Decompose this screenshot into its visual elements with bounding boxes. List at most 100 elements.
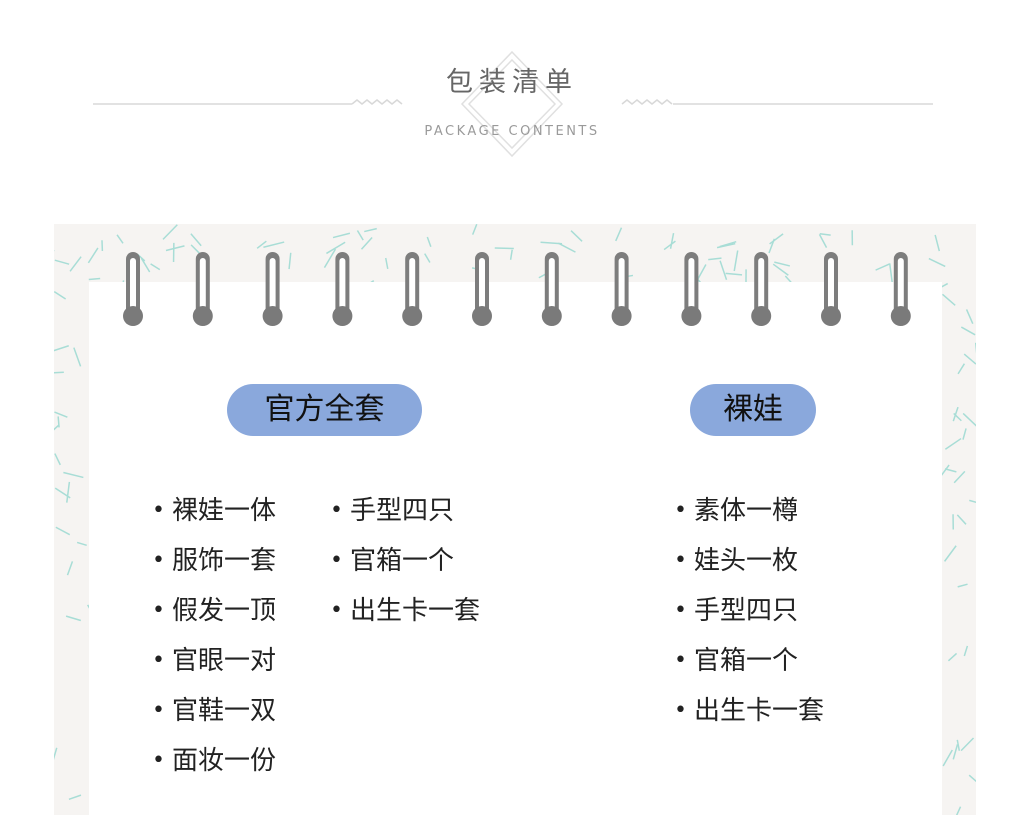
bullet-icon: • <box>152 598 165 623</box>
binding-ring-icon <box>541 252 562 326</box>
confetti-mark <box>769 233 784 245</box>
package-header: 包装清单 PACKAGE CONTENTS <box>0 0 1024 180</box>
confetti-mark <box>424 253 431 263</box>
bullet-icon: • <box>152 548 165 573</box>
bullet-icon: • <box>330 598 343 623</box>
bullet-icon: • <box>674 548 687 573</box>
confetti-mark <box>969 499 976 504</box>
confetti-mark <box>962 428 967 440</box>
confetti-mark <box>426 236 432 247</box>
confetti-mark <box>963 353 976 365</box>
confetti-mark <box>360 236 373 250</box>
confetti-mark <box>116 234 124 244</box>
confetti-mark <box>725 272 743 276</box>
list-item: •官眼一对 <box>152 646 277 676</box>
confetti-mark <box>957 583 968 588</box>
confetti-mark <box>818 233 828 248</box>
confetti-mark <box>774 261 791 267</box>
confetti-mark <box>669 233 675 249</box>
list-item: •面妆一份 <box>152 746 277 776</box>
confetti-mark <box>66 561 74 576</box>
confetti-mark <box>73 347 82 367</box>
confetti-mark <box>956 514 967 525</box>
binding-ring-icon <box>821 252 841 326</box>
list-item: •出生卡一套 <box>330 596 481 626</box>
binding-ring-icon <box>402 252 423 326</box>
header-ornament <box>93 50 933 158</box>
confetti-mark <box>875 263 890 271</box>
list-item: •官箱一个 <box>674 646 799 676</box>
confetti-mark <box>76 541 87 547</box>
confetti-mark <box>364 227 377 233</box>
section-pill-nude-doll: 裸娃 <box>690 384 816 436</box>
list-item: •出生卡一套 <box>674 696 825 726</box>
confetti-mark <box>162 224 178 240</box>
confetti-mark <box>54 371 64 374</box>
confetti-mark <box>509 249 513 260</box>
official-set-list-col-1: •裸娃一体 •服饰一套 •假发一顶 •官眼一对 •官鞋一双 •面妆一份 <box>152 496 276 796</box>
confetti-mark <box>332 232 351 239</box>
confetti-mark <box>140 257 151 273</box>
list-item: •假发一顶 <box>152 596 277 626</box>
confetti-mark <box>69 256 82 272</box>
confetti-mark <box>540 241 563 245</box>
confetti-mark <box>944 437 962 450</box>
confetti-mark <box>54 747 58 761</box>
confetti-mark <box>165 245 185 252</box>
confetti-mark <box>54 487 71 499</box>
list-item: •官箱一个 <box>330 546 455 576</box>
confetti-mark <box>190 233 202 247</box>
confetti-mark <box>570 230 583 242</box>
bullet-icon: • <box>674 498 687 523</box>
bullet-icon: • <box>152 748 165 773</box>
binding-ring-icon <box>890 252 911 326</box>
confetti-mark <box>615 227 623 242</box>
bullet-icon: • <box>152 698 165 723</box>
confetti-mark <box>733 250 739 272</box>
confetti-mark <box>965 309 974 325</box>
bullet-icon: • <box>674 598 687 623</box>
binding-ring-icon <box>611 252 632 326</box>
bullet-icon: • <box>674 698 687 723</box>
confetti-mark <box>65 615 82 622</box>
binding-ring-icon <box>192 252 213 326</box>
bullet-icon: • <box>152 648 165 673</box>
confetti-mark <box>54 259 70 265</box>
confetti-mark <box>87 247 99 264</box>
confetti-mark <box>150 263 161 271</box>
list-item: •娃头一枚 <box>674 546 799 576</box>
confetti-mark <box>288 252 292 270</box>
list-item: •素体一樽 <box>674 496 799 526</box>
confetti-mark <box>57 416 60 428</box>
confetti-mark <box>68 794 82 801</box>
list-item: •手型四只 <box>674 596 799 626</box>
confetti-mark <box>953 412 962 422</box>
list-item: •官鞋一双 <box>152 696 277 726</box>
confetti-mark <box>663 240 676 251</box>
confetti-mark <box>719 260 728 281</box>
confetti-mark <box>558 242 576 253</box>
section-pill-official-set: 官方全套 <box>227 384 422 436</box>
list-item: •裸娃一体 <box>152 496 277 526</box>
spiral-binding <box>123 252 911 326</box>
bullet-icon: • <box>330 548 343 573</box>
notebook-paper <box>89 282 942 815</box>
page-title: 包装清单 <box>446 67 578 98</box>
confetti-mark <box>63 471 84 479</box>
confetti-mark <box>955 806 962 815</box>
confetti-mark <box>54 453 61 466</box>
confetti-mark <box>384 257 389 269</box>
confetti-mark <box>928 257 946 268</box>
confetti-mark <box>953 470 966 484</box>
bullet-icon: • <box>152 498 165 523</box>
page-subtitle: PACKAGE CONTENTS <box>424 124 600 139</box>
nude-doll-list: •素体一樽 •娃头一枚 •手型四只 •官箱一个 •出生卡一套 <box>674 496 824 746</box>
confetti-mark <box>963 645 969 657</box>
confetti-mark <box>190 244 201 255</box>
confetti-mark <box>956 739 961 751</box>
confetti-mark <box>888 263 894 285</box>
confetti-mark <box>708 257 722 261</box>
confetti-mark <box>819 233 831 236</box>
binding-ring-icon <box>751 252 772 326</box>
confetti-mark <box>54 411 68 418</box>
